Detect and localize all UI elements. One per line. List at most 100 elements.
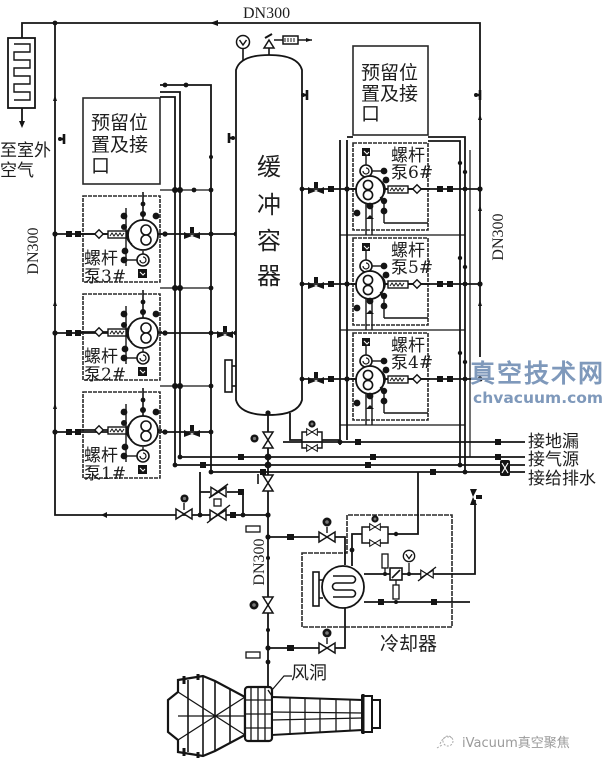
valve-handle-icon	[56, 132, 66, 146]
valve-actuator-icon	[180, 494, 189, 503]
pipe-junction	[393, 531, 399, 537]
pipe-junction	[265, 410, 271, 416]
pump-1-label-line1: 螺杆	[84, 446, 118, 466]
check-valve-icon	[184, 227, 200, 239]
pipe-junctions	[197, 489, 271, 518]
pump-1-label-line2: 泵1#	[84, 464, 126, 484]
check-valve-icon	[470, 489, 482, 505]
thermometer-icon	[381, 553, 389, 569]
pump-6-label-line2: 泵6#	[391, 163, 433, 183]
pump-3-label-line1: 螺杆	[84, 249, 118, 269]
check-valve-icon	[308, 182, 324, 194]
valve-actuator-icon	[322, 517, 332, 527]
pipe-junctions	[162, 82, 214, 475]
pipe-junction	[264, 453, 272, 461]
pump-6-label-line1: 螺杆	[391, 146, 425, 166]
pipe-right-pump-return	[340, 234, 465, 426]
pump-4-label-line2: 泵4#	[391, 353, 433, 373]
valve-actuator-icon	[249, 600, 259, 610]
pipe-vessel-drain-branch	[289, 413, 340, 441]
wechat-logo-icon	[436, 735, 454, 749]
reserved-box-left	[82, 97, 161, 185]
drain-bypass-valves	[301, 420, 323, 453]
flow-arrow-icon	[478, 114, 482, 306]
pump-3-label-line2: 泵3#	[84, 267, 126, 287]
pipe-right-manifold-b	[428, 140, 461, 465]
wind-tunnel-connection	[267, 689, 273, 697]
safety-valve-icon	[262, 33, 312, 55]
pipe-right-pump-bypass	[339, 136, 353, 445]
valve-handle-icon	[227, 131, 237, 145]
pipe-junctions	[265, 534, 294, 665]
flow-arrow-icon	[210, 20, 218, 26]
watermark-site-name: 真空技术网	[470, 359, 605, 388]
pipe-junctions	[200, 439, 501, 475]
watermark-site-url: chvacuum.com	[473, 389, 603, 407]
pipe-label-right: DN300	[490, 213, 507, 260]
pump-2-label-line1: 螺杆	[84, 347, 118, 367]
pipe-junctions	[299, 160, 483, 382]
water-filter-valve-icon	[500, 460, 510, 476]
pump-5-label-line2: 泵5#	[391, 258, 433, 278]
vessel-manhole-flange	[224, 359, 233, 393]
valve-handle-icon	[472, 88, 482, 102]
vessel-drain-valve-icon	[262, 431, 274, 449]
cooler-inlet-valve-icon	[318, 531, 336, 543]
connection-floor-drain-label: 接地漏	[528, 432, 579, 452]
pipe-cooler-water-out	[364, 500, 476, 575]
pipe-left-exhaust-main	[54, 23, 268, 516]
connection-air-source-label: 接气源	[528, 450, 579, 470]
cooler-bypass-valves	[361, 515, 389, 547]
pipe-label-left: DN300	[25, 227, 42, 274]
exhaust-silencer	[7, 37, 36, 109]
vessel-label-char-2: 冲	[257, 191, 281, 219]
flow-switch-icon	[389, 567, 403, 581]
thermometer-icon	[392, 584, 400, 600]
pipe-junction	[349, 547, 355, 553]
reserved-left-line1: 预留位	[91, 112, 148, 134]
pipe-junction	[264, 461, 272, 469]
pump-5-label-line1: 螺杆	[391, 241, 425, 261]
check-valve-icon	[308, 277, 324, 289]
pump-2-label-line2: 泵2#	[84, 365, 126, 385]
valve-actuator-icon	[250, 434, 259, 443]
pipe-left-manifold-c	[160, 96, 525, 466]
pipe-left-pump-return	[160, 189, 211, 387]
buffer-vessel	[235, 54, 303, 416]
vessel-label-char-1: 缓	[257, 153, 281, 181]
pipe-label-bottom: DN300	[251, 538, 268, 585]
pressure-gauge-icon	[402, 549, 416, 563]
reserved-right-line2: 置及接	[361, 83, 418, 105]
outdoor-label-line1: 至室外	[0, 141, 51, 161]
isolation-valve-icon	[262, 596, 274, 614]
pressure-gauge-icon	[235, 34, 251, 50]
cooler-outlet-valve-icon	[318, 642, 336, 654]
vessel-label-char-4: 器	[257, 262, 281, 290]
regulating-valve-icon	[206, 483, 231, 524]
wind-tunnel-label: 风洞	[291, 663, 327, 684]
reserved-right-line1: 预留位	[361, 62, 418, 84]
thermometer-icon	[245, 651, 261, 659]
cooler-enclosure	[301, 514, 453, 628]
connection-water-supply-drain-label: 接给排水	[528, 469, 596, 489]
exhaust-isolation-valve-icon	[175, 508, 193, 520]
check-valve-icon	[308, 372, 324, 384]
reserved-left-line3: 口	[91, 155, 110, 177]
check-valve-icon	[184, 425, 200, 437]
check-valve-icon	[217, 326, 233, 338]
valve-actuator-icon	[322, 628, 332, 638]
arrow-down-icon	[19, 121, 25, 128]
wind-tunnel-leader-line	[271, 675, 292, 691]
thermometer-icon	[245, 525, 261, 533]
cooler-label: 冷却器	[380, 633, 437, 655]
footer-watermark: iVacuum真空聚焦	[462, 736, 570, 751]
cooler-heat-exchanger	[312, 565, 365, 609]
wind-tunnel	[166, 674, 381, 758]
regulating-valve-icon	[417, 566, 437, 582]
reserved-right-line3: 口	[361, 103, 380, 125]
pipe-junctions	[378, 572, 437, 605]
outdoor-label-line2: 空气	[0, 161, 34, 181]
pipe-left-manifold-b	[160, 91, 525, 458]
isolation-valve-icon	[262, 474, 274, 492]
